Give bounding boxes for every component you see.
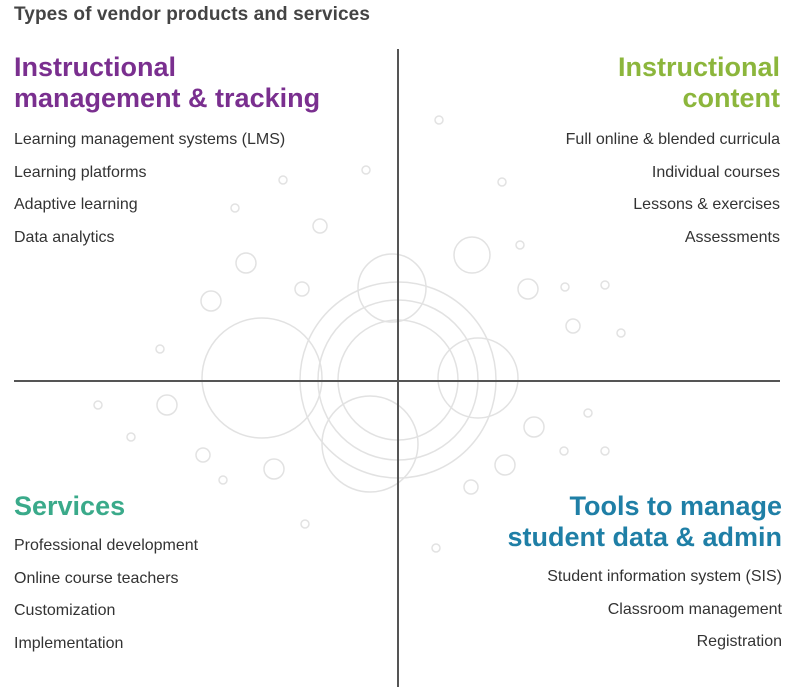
heading-line: Tools to manage — [569, 491, 782, 521]
quadrant-heading: Tools to manage student data & admin — [507, 491, 782, 553]
item-list: Learning management systems (LMS) Learni… — [14, 124, 320, 254]
heading-line: student data & admin — [507, 522, 782, 552]
quadrant-heading: Services — [14, 491, 198, 522]
quadrant-heading: Instructional content — [566, 52, 780, 114]
quadrant-services: Services Professional development Online… — [14, 491, 198, 660]
list-item: Adaptive learning — [14, 196, 138, 213]
list-item: Lessons & exercises — [633, 196, 780, 213]
list-item: Learning management systems (LMS) — [14, 131, 286, 148]
heading-line: Services — [14, 491, 126, 521]
list-item: Learning platforms — [14, 163, 147, 181]
page-title: Types of vendor products and services — [14, 4, 371, 25]
horizontal-axis-divider — [14, 380, 780, 382]
quadrant-instructional-content: Instructional content Full online & blen… — [566, 52, 780, 254]
heading-line: management & tracking — [14, 83, 321, 113]
list-item: Online course teachers — [14, 569, 179, 587]
item-list: Professional development Online course t… — [14, 530, 198, 660]
item-list: Student information system (SIS) Classro… — [507, 561, 782, 659]
quadrant-instructional-management: Instructional management & tracking Lear… — [14, 52, 320, 254]
vertical-axis-divider — [397, 49, 399, 687]
list-item: Student information system (SIS) — [547, 568, 782, 585]
list-item: Classroom management — [607, 600, 782, 618]
quadrant-student-data-tools: Tools to manage student data & admin Stu… — [507, 491, 782, 659]
list-item: Assessments — [684, 228, 780, 246]
list-item: Data analytics — [14, 228, 115, 246]
heading-line: Instructional — [14, 52, 177, 82]
list-item: Registration — [696, 633, 782, 650]
heading-line: content — [682, 83, 781, 113]
list-item: Implementation — [14, 634, 124, 652]
item-list: Full online & blended curricula Individu… — [566, 124, 780, 254]
heading-line: Instructional — [617, 52, 780, 82]
quadrant-heading: Instructional management & tracking — [14, 52, 320, 114]
list-item: Customization — [14, 602, 116, 619]
list-item: Professional development — [14, 537, 199, 554]
list-item: Full online & blended curricula — [565, 131, 780, 148]
list-item: Individual courses — [651, 163, 780, 181]
